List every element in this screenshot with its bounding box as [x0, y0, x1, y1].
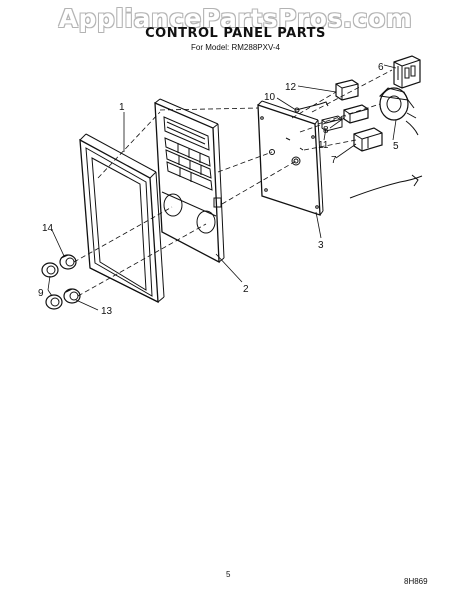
part-9-knob-upper: [41, 262, 59, 278]
callout-1: 1: [119, 102, 125, 113]
callout-labels: 1 2 3 5 6 7 8 9 10 11 12 13 14: [38, 62, 399, 317]
callout-8: 8: [323, 125, 329, 136]
part-14-knob: [59, 254, 77, 270]
part-2-control-panel: [154, 98, 225, 264]
part-8-relay: [343, 104, 369, 124]
page-number: 5: [226, 570, 231, 579]
callout-3: 3: [318, 240, 324, 251]
part-10-clip: [294, 101, 329, 113]
callout-13: 13: [101, 306, 113, 317]
page-title: CONTROL PANEL PARTS: [145, 26, 326, 41]
part-9-knob-lower: [45, 294, 63, 310]
part-5-motor: [378, 87, 419, 136]
callout-9: 9: [38, 288, 44, 299]
leader-lines: [47, 64, 397, 311]
callout-6: 6: [378, 62, 384, 73]
callout-14: 14: [42, 223, 54, 234]
callout-11: 11: [318, 140, 329, 151]
watermark: AppliancePartsPros.com: [58, 4, 413, 33]
part-12-module: [335, 79, 359, 101]
assembly-lines: [73, 69, 393, 297]
callout-10: 10: [264, 92, 276, 103]
callout-2: 2: [243, 284, 249, 295]
callout-5: 5: [393, 141, 399, 152]
part-3-mounting-plate: [257, 100, 324, 216]
callout-7: 7: [331, 155, 337, 166]
part-6-switch: [393, 55, 421, 89]
part-1-frame: [79, 133, 165, 304]
wire-harness: [349, 174, 423, 199]
model-subtitle: For Model: RM288PXV-4: [191, 43, 280, 52]
part-11-relay: [321, 115, 343, 132]
part-7-block: [353, 127, 383, 152]
document-code: 8H869: [404, 577, 428, 586]
callout-12: 12: [285, 82, 297, 93]
